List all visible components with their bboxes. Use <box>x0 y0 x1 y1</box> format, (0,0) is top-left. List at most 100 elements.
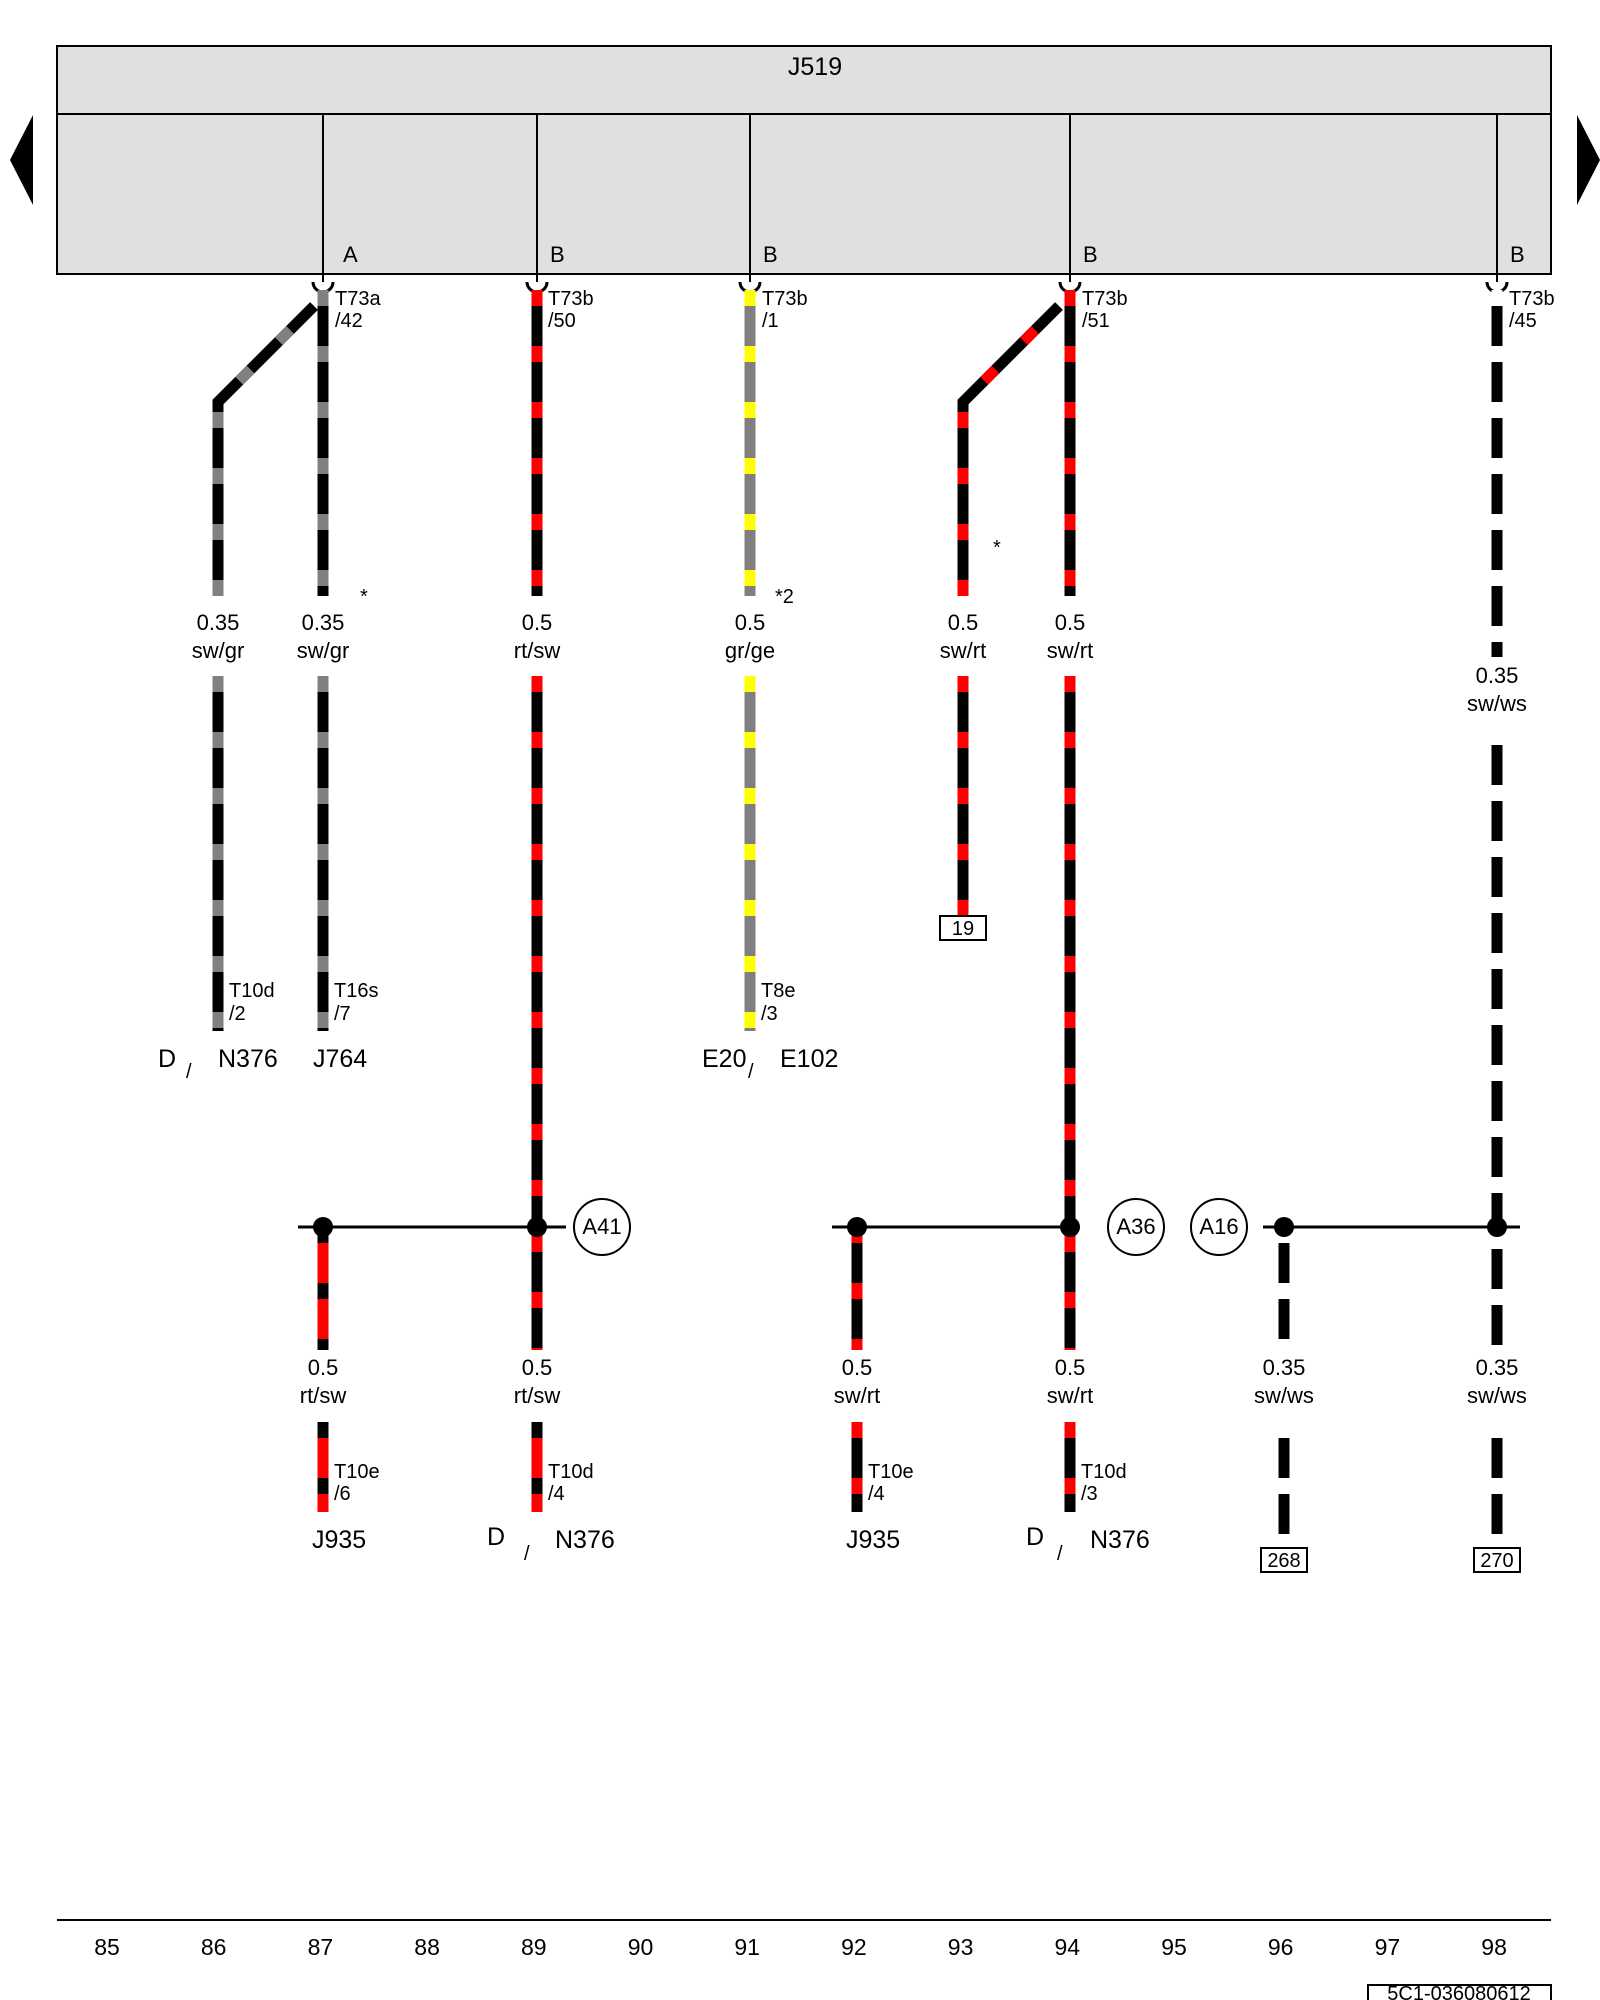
component-j935-2: J935 <box>846 1526 900 1554</box>
component-d-3: D <box>1026 1523 1044 1551</box>
wire-size-92-lower: 0.5 <box>842 1355 873 1380</box>
splice-a36-circle[interactable] <box>1107 1198 1165 1256</box>
connector-num-86: /2 <box>229 1003 246 1025</box>
splice-a41-circle[interactable] <box>573 1198 631 1256</box>
ruler-number: 94 <box>1055 1934 1081 1960</box>
splice-a16-label: A16 <box>1199 1214 1238 1239</box>
component-slash-2: / <box>524 1543 530 1565</box>
wire-size-93: 0.5 <box>948 610 979 635</box>
wire-size-89-lower: 0.5 <box>522 1355 553 1380</box>
wire-size-89: 0.5 <box>522 610 553 635</box>
splice-point-98 <box>1487 1217 1507 1237</box>
wire-size-91: 0.5 <box>735 610 766 635</box>
doc-id: 5C1-036080612 <box>1387 1983 1530 2000</box>
wire-size-98: 0.35 <box>1476 663 1519 688</box>
component-d-1: D <box>158 1045 176 1073</box>
splice-a16-circle[interactable] <box>1190 1198 1248 1256</box>
component-n376-3: N376 <box>1090 1526 1150 1554</box>
connector-conn-89-lower: T10d <box>548 1461 594 1483</box>
connector-num-87: /7 <box>334 1003 351 1025</box>
reference-268-label: 268 <box>1267 1550 1300 1572</box>
wire-size-96-lower: 0.35 <box>1263 1355 1306 1380</box>
component-d-2: D <box>487 1523 505 1551</box>
splice-point-89 <box>527 1217 547 1237</box>
ruler-number: 98 <box>1481 1934 1507 1960</box>
component-slash-4: / <box>1057 1543 1063 1565</box>
pin-conn-91: T73b <box>762 288 808 310</box>
socket-letter-94: B <box>1083 242 1098 267</box>
ruler-number: 95 <box>1161 1934 1187 1960</box>
wire-color-89: rt/sw <box>514 638 561 663</box>
pin-conn-89: T73b <box>548 288 594 310</box>
pin-conn-98: T73b <box>1509 288 1555 310</box>
ruler-number: 92 <box>841 1934 867 1960</box>
ruler-number: 86 <box>201 1934 227 1960</box>
wire-size-87: 0.35 <box>302 610 345 635</box>
connector-conn-87: T16s <box>334 980 378 1002</box>
wire-color-93: sw/rt <box>940 638 986 663</box>
connector-conn-91: T8e <box>761 980 795 1002</box>
connector-num-89-lower: /4 <box>548 1483 565 1505</box>
wire-86-upper-stripe <box>212 302 318 596</box>
note-93: * <box>993 537 1001 559</box>
ruler-number: 90 <box>628 1934 654 1960</box>
component-slash-3: / <box>748 1061 754 1083</box>
socket-letter-89: B <box>550 242 565 267</box>
ruler-number: 88 <box>414 1934 440 1960</box>
component-n376-1: N376 <box>218 1045 278 1073</box>
triangle-left-icon[interactable] <box>10 115 33 205</box>
splice-point-94 <box>1060 1217 1080 1237</box>
reference-270-label: 270 <box>1480 1550 1513 1572</box>
wires <box>212 290 1503 1548</box>
socket-letter-87: A <box>343 242 358 267</box>
connector-num-91: /3 <box>761 1003 778 1025</box>
triangle-right-icon[interactable] <box>1577 115 1600 205</box>
wire-size-86: 0.35 <box>197 610 240 635</box>
connector-num-87-lower: /6 <box>334 1483 351 1505</box>
splice-point-92 <box>847 1217 867 1237</box>
socket-letter-91: B <box>763 242 778 267</box>
wire-color-91: gr/ge <box>725 638 775 663</box>
wire-color-98-lower: sw/ws <box>1467 1383 1527 1408</box>
control-unit-label: J519 <box>788 53 842 81</box>
pin-num-87: /42 <box>335 310 363 332</box>
pin-num-89: /50 <box>548 310 576 332</box>
pin-num-91: /1 <box>762 310 779 332</box>
wire-size-98-lower: 0.35 <box>1476 1355 1519 1380</box>
wire-size-87-lower: 0.5 <box>308 1355 339 1380</box>
note-91: *2 <box>775 586 794 608</box>
pin-num-94: /51 <box>1082 310 1110 332</box>
splice-a36-label: A36 <box>1116 1214 1155 1239</box>
splice-point-96 <box>1274 1217 1294 1237</box>
connector-conn-86: T10d <box>229 980 275 1002</box>
reference-270-box[interactable] <box>1473 1547 1521 1573</box>
note-87: * <box>360 586 368 608</box>
ruler-number: 89 <box>521 1934 547 1960</box>
reference-19-box[interactable] <box>939 915 987 941</box>
component-j764: J764 <box>313 1045 367 1073</box>
wire-93-upper-stripe <box>957 302 1063 596</box>
component-n376-2: N376 <box>555 1526 615 1554</box>
wire-86-upper <box>212 302 318 596</box>
reference-19-label: 19 <box>952 918 974 940</box>
pin-conn-87: T73a <box>335 288 381 310</box>
splice-a41-label: A41 <box>582 1214 621 1239</box>
wire-93-upper <box>957 302 1063 596</box>
ruler-number: 87 <box>308 1934 334 1960</box>
wire-color-94-lower: sw/rt <box>1047 1383 1093 1408</box>
component-e20: E20 <box>702 1045 746 1073</box>
ruler-number: 93 <box>948 1934 974 1960</box>
wire-color-98: sw/ws <box>1467 691 1527 716</box>
doc-id-box <box>1367 1984 1552 2000</box>
ruler-number: 96 <box>1268 1934 1294 1960</box>
ruler-number: 85 <box>94 1934 120 1960</box>
pin-conn-94: T73b <box>1082 288 1128 310</box>
connector-conn-92-lower: T10e <box>868 1461 914 1483</box>
reference-268-box[interactable] <box>1260 1547 1308 1573</box>
component-j935-1: J935 <box>312 1526 366 1554</box>
wire-size-94-lower: 0.5 <box>1055 1355 1086 1380</box>
wire-color-87-lower: rt/sw <box>300 1383 347 1408</box>
wire-color-87: sw/gr <box>297 638 350 663</box>
